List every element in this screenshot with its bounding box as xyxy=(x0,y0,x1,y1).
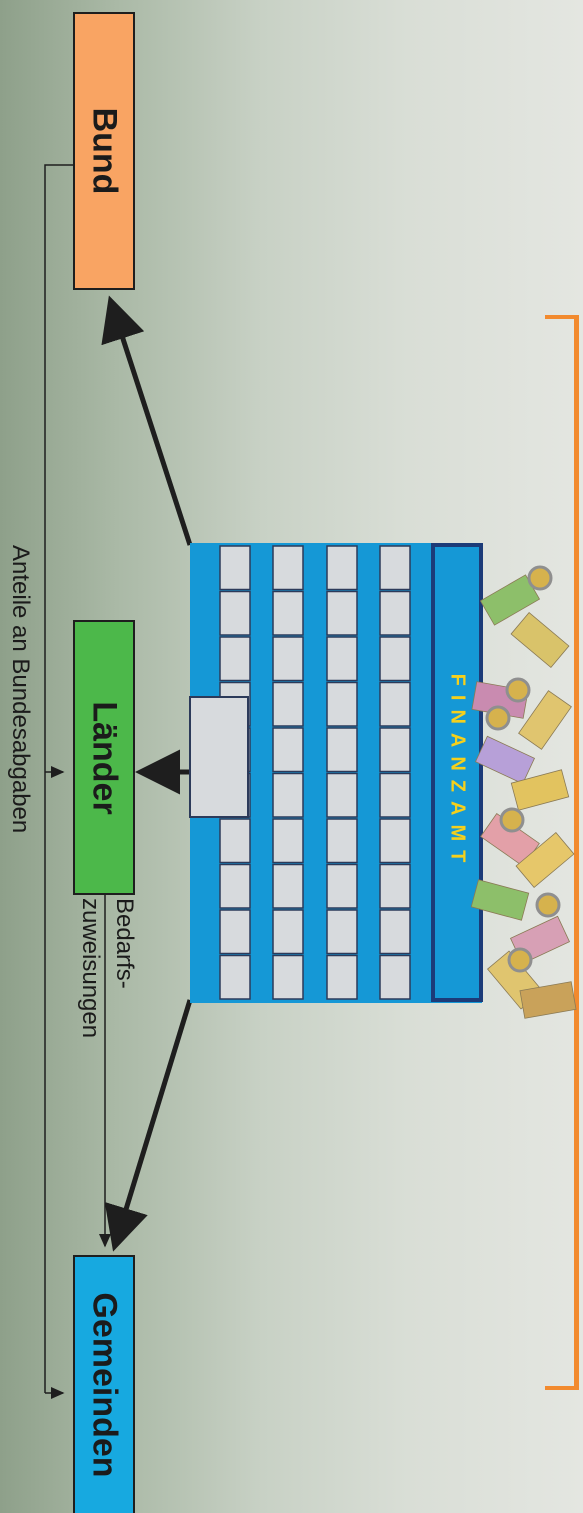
coin xyxy=(529,567,551,589)
bedarfszuweisungen-label-line2: zuweisungen xyxy=(78,898,102,1038)
banknote xyxy=(476,736,535,783)
coin xyxy=(509,949,531,971)
banknote xyxy=(511,613,569,668)
banknote xyxy=(471,880,528,921)
anteile-label: Anteile an Bundesabgaben xyxy=(8,545,32,833)
coin xyxy=(487,707,509,729)
coin xyxy=(537,894,559,916)
coin xyxy=(501,809,523,831)
coin xyxy=(507,679,529,701)
bedarfszuweisungen-label-line1: Bedarfs- xyxy=(112,898,136,989)
